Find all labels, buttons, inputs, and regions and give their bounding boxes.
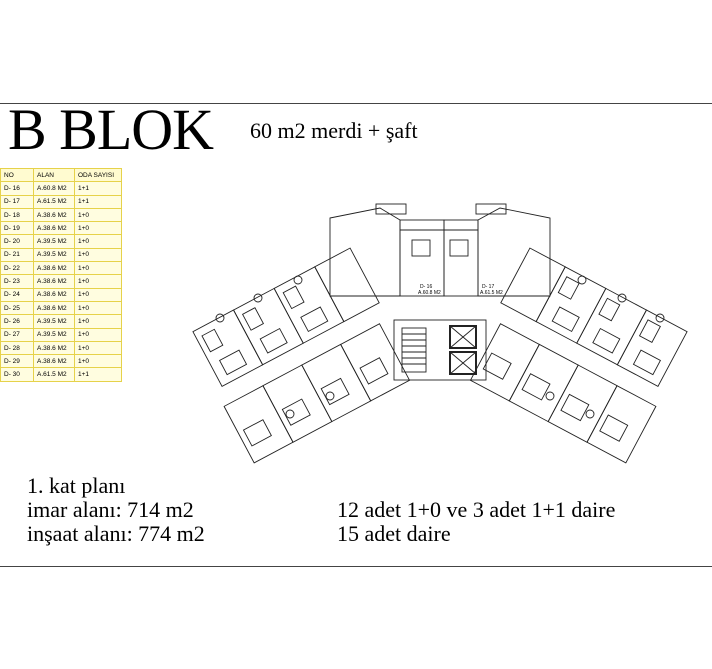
- unit-rooms: 1+0: [74, 221, 122, 236]
- floor-plan-drawing: D- 16 A.60.8 M2 D- 17 A.61.5 M2: [192, 203, 688, 464]
- unit-no: D- 30: [0, 367, 34, 382]
- total-units: 15 adet daire: [337, 521, 451, 546]
- page-title: B BLOK: [8, 97, 214, 162]
- unit-area-d17: A.61.5 M2: [480, 290, 503, 296]
- unit-rooms: 1+1: [74, 367, 122, 382]
- unit-label-d16: D- 16: [420, 284, 432, 290]
- unit-area: A.39.5 M2: [33, 314, 75, 329]
- unit-area: A.60.8 M2: [33, 181, 75, 196]
- unit-area: A.39.5 M2: [33, 327, 75, 342]
- unit-area: A.38.6 M2: [33, 274, 75, 289]
- top-rule: [0, 103, 712, 104]
- stair-elevator-core: [393, 319, 487, 381]
- unit-rooms: 1+0: [74, 340, 122, 356]
- unit-no: D- 16: [0, 181, 34, 196]
- unit-area: A.38.6 M2: [33, 340, 75, 356]
- unit-rooms: 1+0: [74, 300, 122, 316]
- unit-no: D- 17: [0, 194, 34, 209]
- unit-area: A.38.6 M2: [33, 221, 75, 236]
- unit-rooms: 1+0: [74, 274, 122, 289]
- unit-rooms: 1+0: [74, 247, 122, 263]
- unit-no: D- 22: [0, 261, 34, 276]
- unit-area: A.39.5 M2: [33, 234, 75, 249]
- page-subtitle: 60 m2 merdi + şaft: [250, 118, 418, 143]
- unit-area: A.38.6 M2: [33, 300, 75, 316]
- unit-area-d16: A.60.8 M2: [418, 290, 441, 296]
- unit-rooms: 1+1: [74, 181, 122, 196]
- unit-no: D- 19: [0, 221, 34, 236]
- unit-rooms: 1+0: [74, 314, 122, 329]
- column-header-no: NO: [0, 167, 34, 183]
- left-wing-upper: [192, 247, 380, 387]
- unit-no: D- 21: [0, 247, 34, 263]
- bottom-rule: [0, 566, 712, 567]
- central-units: [329, 203, 551, 297]
- unit-rooms: 1+0: [74, 234, 122, 249]
- unit-rooms: 1+0: [74, 207, 122, 223]
- unit-no: D- 26: [0, 314, 34, 329]
- unit-no: D- 24: [0, 287, 34, 302]
- unit-no: D- 29: [0, 354, 34, 369]
- unit-area: A.39.5 M2: [33, 247, 75, 263]
- unit-no: D- 18: [0, 207, 34, 223]
- unit-no: D- 23: [0, 274, 34, 289]
- unit-no: D- 20: [0, 234, 34, 249]
- construction-area: inşaat alanı: 774 m2: [27, 521, 205, 546]
- fixtures: [215, 275, 665, 419]
- unit-area: A.38.6 M2: [33, 354, 75, 369]
- right-wing-lower: [469, 323, 657, 464]
- column-header-rooms: ODA SAYISI: [74, 167, 122, 183]
- plan-name: 1. kat planı: [27, 473, 126, 498]
- unit-rooms: 1+0: [74, 287, 122, 302]
- unit-area: A.38.6 M2: [33, 261, 75, 276]
- unit-rooms: 1+0: [74, 327, 122, 342]
- zoning-area: imar alanı: 714 m2: [27, 497, 194, 522]
- unit-rooms: 1+0: [74, 261, 122, 276]
- unit-area: A.61.5 M2: [33, 367, 75, 382]
- right-wing-upper: [500, 247, 688, 387]
- unit-table-header: NO ALAN ODA SAYISI: [0, 167, 122, 183]
- unit-area: A.38.6 M2: [33, 287, 75, 302]
- unit-rooms: 1+1: [74, 194, 122, 209]
- unit-area: A.61.5 M2: [33, 194, 75, 209]
- unit-no: D- 27: [0, 327, 34, 342]
- column-header-area: ALAN: [33, 167, 75, 183]
- unit-count-summary: 12 adet 1+0 ve 3 adet 1+1 daire: [337, 497, 616, 522]
- unit-no: D- 25: [0, 300, 34, 316]
- left-wing-lower: [223, 323, 411, 464]
- unit-rooms: 1+0: [74, 354, 122, 369]
- unit-area: A.38.6 M2: [33, 207, 75, 223]
- unit-no: D- 28: [0, 340, 34, 356]
- unit-label-d17: D- 17: [482, 284, 494, 290]
